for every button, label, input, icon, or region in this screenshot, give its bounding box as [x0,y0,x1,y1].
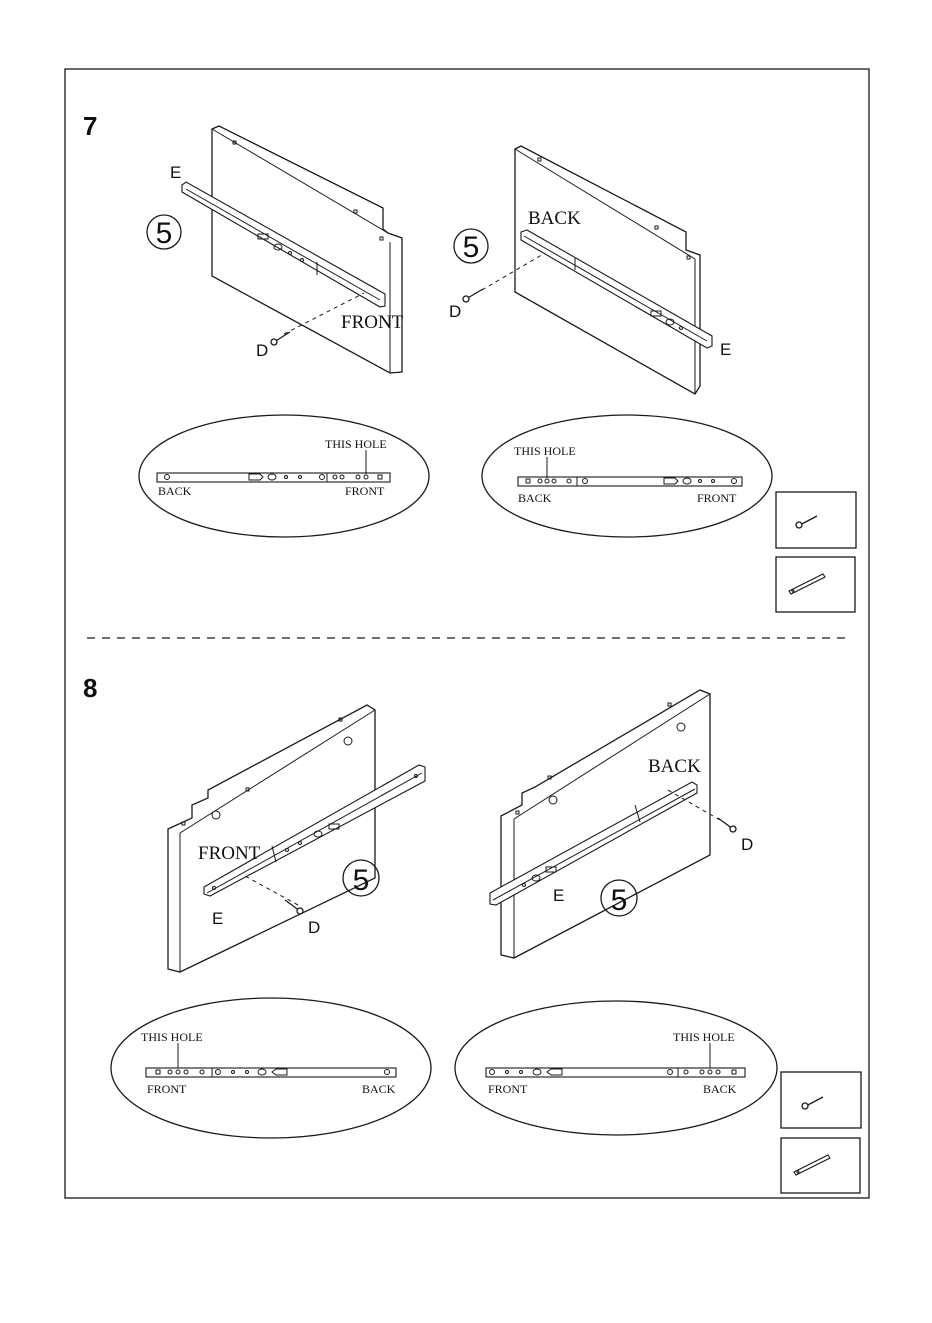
end-label-right: FRONT [697,491,737,505]
step-7: 7 E D FRONT [83,111,856,612]
parts-box-rail [781,1138,860,1193]
side-panel [168,705,375,972]
screw-icon [802,1097,823,1109]
end-label-left: FRONT [488,1082,528,1096]
part-number: 5 [611,884,628,917]
parts-box-screw [776,492,856,548]
screw-label: D [256,341,268,360]
step-number: 8 [83,673,97,703]
end-label-left: BACK [158,484,192,498]
part-number: 5 [156,217,173,250]
screw-icon [271,332,290,345]
face-label: FRONT [198,843,261,864]
rail-label: E [720,340,731,359]
face-label: BACK [528,208,581,229]
part-number: 5 [353,864,370,897]
screw-icon [718,818,736,832]
end-label-right: FRONT [345,484,385,498]
parts-box-screw [781,1072,861,1128]
screw-icon [463,289,483,302]
step-8: 8 [83,673,861,1193]
screw-label: D [449,302,461,321]
end-label-left: FRONT [147,1082,187,1096]
hole-label: THIS HOLE [514,444,576,458]
rail-label: E [553,886,564,905]
hole-label: THIS HOLE [325,437,387,451]
step-8-detail-left: THIS HOLE FRONT BACK [111,998,431,1138]
step-8-right-assembly: BACK D E 5 [490,690,753,958]
rail-detail [486,1068,745,1077]
step-7-left-assembly: E D FRONT 5 [147,126,404,373]
screw-label: D [741,835,753,854]
rail-label: E [170,163,181,182]
hole-label: THIS HOLE [141,1030,203,1044]
step-7-right-assembly: BACK D E 5 [449,146,731,394]
screw-label: D [308,918,320,937]
end-label-right: BACK [703,1082,737,1096]
side-panel [515,146,700,394]
step-number: 7 [83,111,97,141]
face-label: BACK [648,756,701,777]
end-label-right: BACK [362,1082,396,1096]
screw-icon [796,516,817,528]
rail-label: E [212,909,223,928]
end-label-left: BACK [518,491,552,505]
rail-detail [146,1068,396,1077]
parts-box-rail [776,557,855,612]
step-8-left-assembly: FRONT E D 5 [168,705,425,972]
step-8-detail-right: THIS HOLE FRONT BACK [455,1001,777,1135]
drawer-rail-icon [789,574,825,594]
part-number: 5 [463,231,480,264]
step-7-detail-right: THIS HOLE BACK FRONT [482,415,772,537]
drawer-rail-icon [794,1155,830,1175]
face-label: FRONT [341,312,404,333]
step-7-detail-left: THIS HOLE BACK FRONT [139,415,429,537]
hole-label: THIS HOLE [673,1030,735,1044]
